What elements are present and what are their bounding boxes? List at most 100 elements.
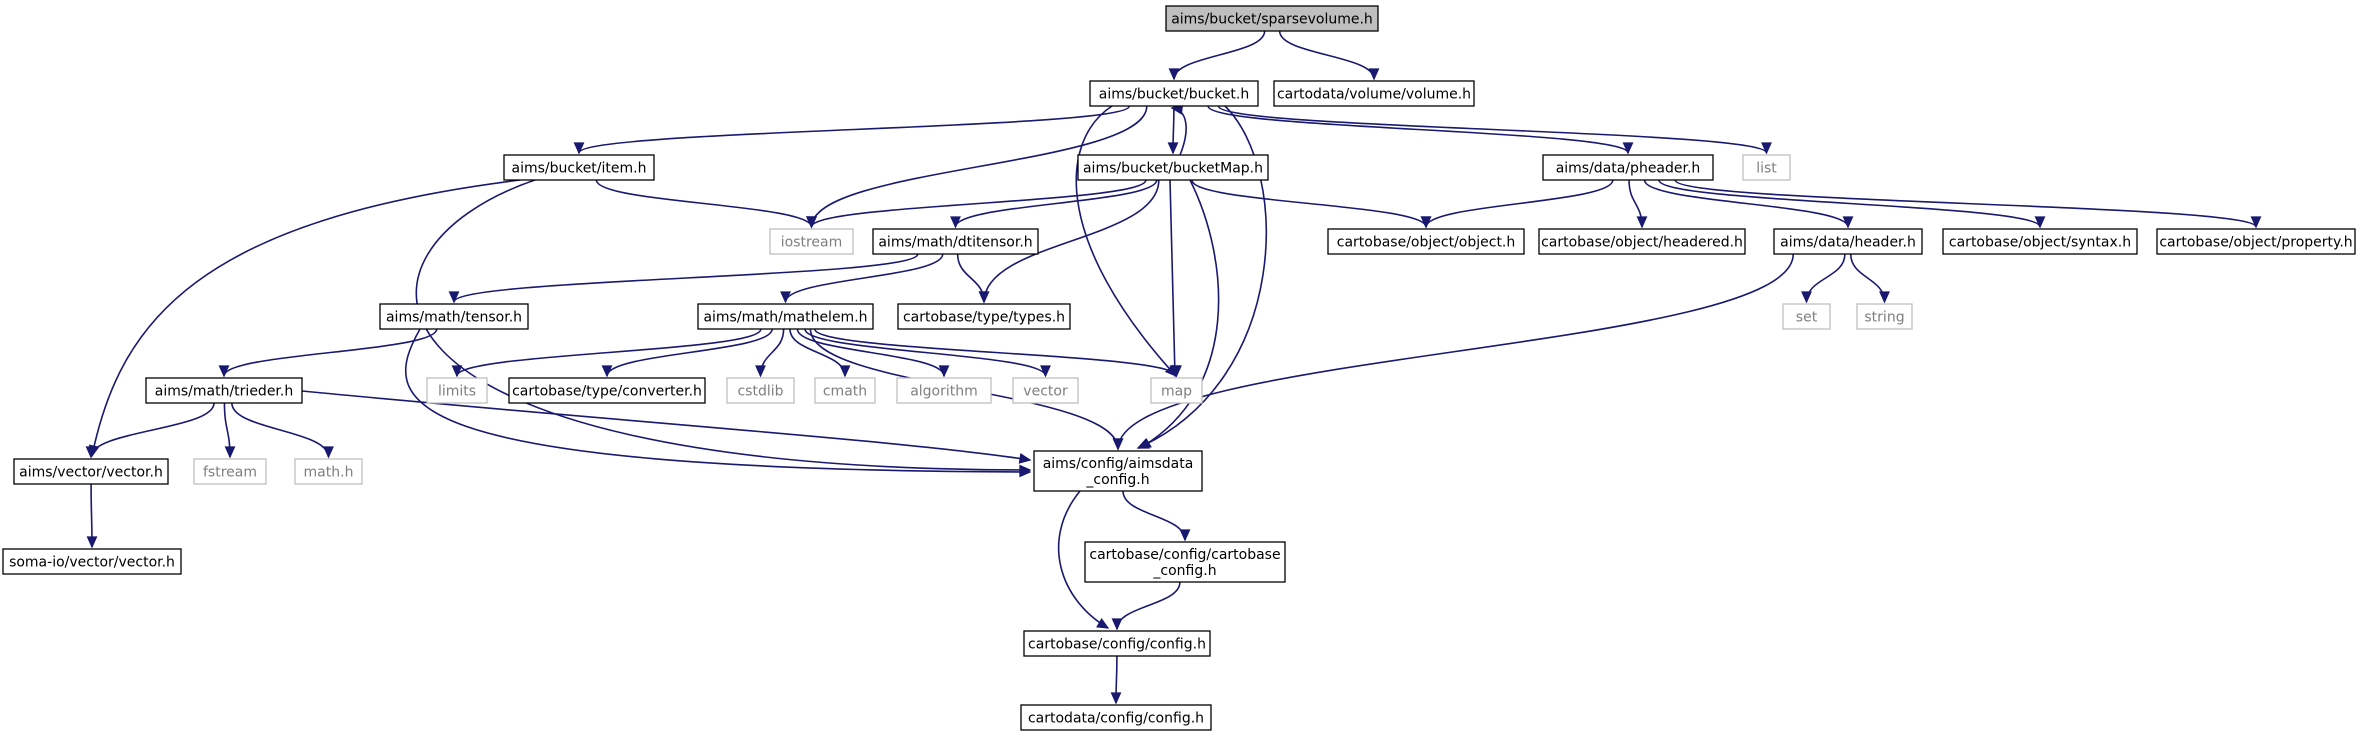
edge-arrowhead	[1368, 68, 1380, 81]
node-object[interactable]: cartobase/object/object.h	[1327, 228, 1525, 255]
node-label: cartobase/type/types.h	[903, 310, 1065, 326]
edge-line	[606, 328, 773, 377]
node-label: map	[1161, 384, 1192, 400]
node-label: cartobase/type/converter.h	[512, 384, 702, 400]
edge-line	[1122, 490, 1186, 541]
edge-line	[1137, 105, 1267, 449]
edge-arrowhead	[1018, 453, 1032, 464]
node-aims_vector[interactable]: aims/vector/vector.h	[13, 458, 169, 485]
edge-sparsevolume-to-bucket	[1168, 30, 1266, 81]
node-label: aims/bucket/bucketMap.h	[1083, 161, 1263, 177]
node-tensor[interactable]: aims/math/tensor.h	[379, 303, 529, 330]
edge-arrowhead	[1801, 291, 1812, 304]
edge-arrowhead	[1040, 365, 1051, 378]
node-box	[193, 458, 267, 485]
node-label: cartobase/object/syntax.h	[1949, 235, 2131, 251]
node-box	[814, 377, 876, 404]
node-carto_volume[interactable]: cartodata/volume/volume.h	[1273, 80, 1475, 107]
node-trieder[interactable]: aims/math/trieder.h	[145, 377, 303, 404]
edge-arrowhead	[224, 446, 236, 459]
edge-mathelem-to-limits	[451, 328, 762, 378]
edge-line	[404, 328, 1031, 473]
node-label: cartobase/object/headered.h	[1541, 235, 1743, 251]
node-box	[1012, 377, 1079, 404]
node-limits: limits	[426, 377, 488, 404]
node-box	[508, 377, 706, 404]
node-label: cartobase/config/config.h	[1028, 637, 1206, 653]
node-headered[interactable]: cartobase/object/headered.h	[1538, 228, 1746, 255]
edge-line	[456, 328, 762, 377]
edge-config-to-cartodata_config	[1110, 655, 1122, 705]
edge-arrowhead	[1096, 617, 1110, 629]
node-box	[1089, 80, 1259, 107]
edge-line	[1075, 105, 1177, 377]
node-box	[145, 377, 303, 404]
edge-line	[954, 179, 1158, 228]
node-label: aims/math/mathelem.h	[703, 310, 867, 326]
edge-arrowhead	[1112, 438, 1124, 451]
node-iostream: iostream	[769, 228, 854, 255]
node-vector: vector	[1012, 377, 1079, 404]
node-cmath: cmath	[814, 377, 876, 404]
edge-line	[90, 402, 215, 458]
edge-mathelem-to-cstdlib	[755, 328, 785, 378]
edge-arrowhead	[1168, 68, 1180, 81]
node-bucketMap[interactable]: aims/bucket/bucketMap.h	[1077, 154, 1269, 181]
node-label: aims/vector/vector.h	[19, 465, 163, 481]
edge-line	[814, 328, 1178, 377]
edge-arrowhead	[573, 142, 585, 155]
edge-line	[91, 179, 521, 457]
node-cstdlib: cstdlib	[726, 377, 795, 404]
node-cartobase_config[interactable]: cartobase/config/cartobase_config.h	[1084, 541, 1286, 583]
edge-line	[983, 179, 1160, 303]
node-box	[1033, 450, 1203, 492]
edge-line	[1207, 105, 1629, 154]
edge-line	[1805, 253, 1846, 303]
node-box	[896, 377, 992, 404]
node-label: iostream	[781, 235, 843, 251]
node-sparsevolume[interactable]: aims/bucket/sparsevolume.h	[1165, 5, 1379, 32]
edge-trieder-to-fstream	[223, 402, 236, 459]
edge-cartobase_config-to-config	[1111, 581, 1181, 631]
node-config[interactable]: cartobase/config/config.h	[1023, 630, 1211, 657]
edge-arrowhead	[1879, 291, 1890, 304]
edge-mathelem-to-vector	[804, 328, 1051, 378]
edge-bucketMap-to-map	[1169, 179, 1181, 378]
node-algorithm: algorithm	[896, 377, 992, 404]
edge-arrowhead	[978, 291, 990, 304]
edge-line	[1217, 105, 1768, 154]
node-types[interactable]: cartobase/type/types.h	[897, 303, 1071, 330]
node-converter[interactable]: cartobase/type/converter.h	[508, 377, 706, 404]
edge-line	[1643, 179, 1849, 228]
edge-line	[1191, 179, 1427, 228]
node-header[interactable]: aims/data/header.h	[1773, 228, 1923, 255]
node-box	[897, 303, 1071, 330]
edge-trieder-to-math_h	[231, 402, 334, 459]
node-pheader[interactable]: aims/data/pheader.h	[1542, 154, 1714, 181]
node-box	[426, 377, 488, 404]
node-box	[1077, 154, 1269, 181]
node-label: aims/data/header.h	[1780, 235, 1916, 251]
node-bucket[interactable]: aims/bucket/bucket.h	[1089, 80, 1259, 107]
node-dtitensor[interactable]: aims/math/dtitensor.h	[872, 228, 1039, 255]
node-syntax[interactable]: cartobase/object/syntax.h	[1942, 228, 2138, 255]
node-label: cartobase/object/property.h	[2159, 235, 2352, 251]
node-box	[13, 458, 169, 485]
node-cartodata_config[interactable]: cartodata/config/config.h	[1020, 704, 1212, 731]
node-layer: aims/bucket/sparsevolume.h aims/bucket/bu…	[2, 5, 2356, 731]
node-label: aims/bucket/item.h	[512, 161, 647, 177]
node-box	[726, 377, 795, 404]
node-aimsdata_config[interactable]: aims/config/aimsdata_config.h	[1033, 450, 1203, 492]
node-math_h: math.h	[294, 458, 363, 485]
edge-mathelem-to-algorithm	[796, 328, 950, 378]
edge-dtitensor-to-types	[956, 253, 990, 304]
node-box	[1942, 228, 2138, 255]
edge-bucketMap-to-aimsdata_config	[1138, 179, 1220, 449]
edge-dtitensor-to-mathelem	[780, 253, 944, 304]
node-mathelem[interactable]: aims/math/mathelem.h	[697, 303, 874, 330]
node-somaio_vector[interactable]: soma-io/vector/vector.h	[2, 548, 182, 575]
edge-arrowhead	[448, 291, 460, 304]
node-item[interactable]: aims/bucket/item.h	[503, 154, 655, 181]
node-property[interactable]: cartobase/object/property.h	[2156, 228, 2356, 255]
